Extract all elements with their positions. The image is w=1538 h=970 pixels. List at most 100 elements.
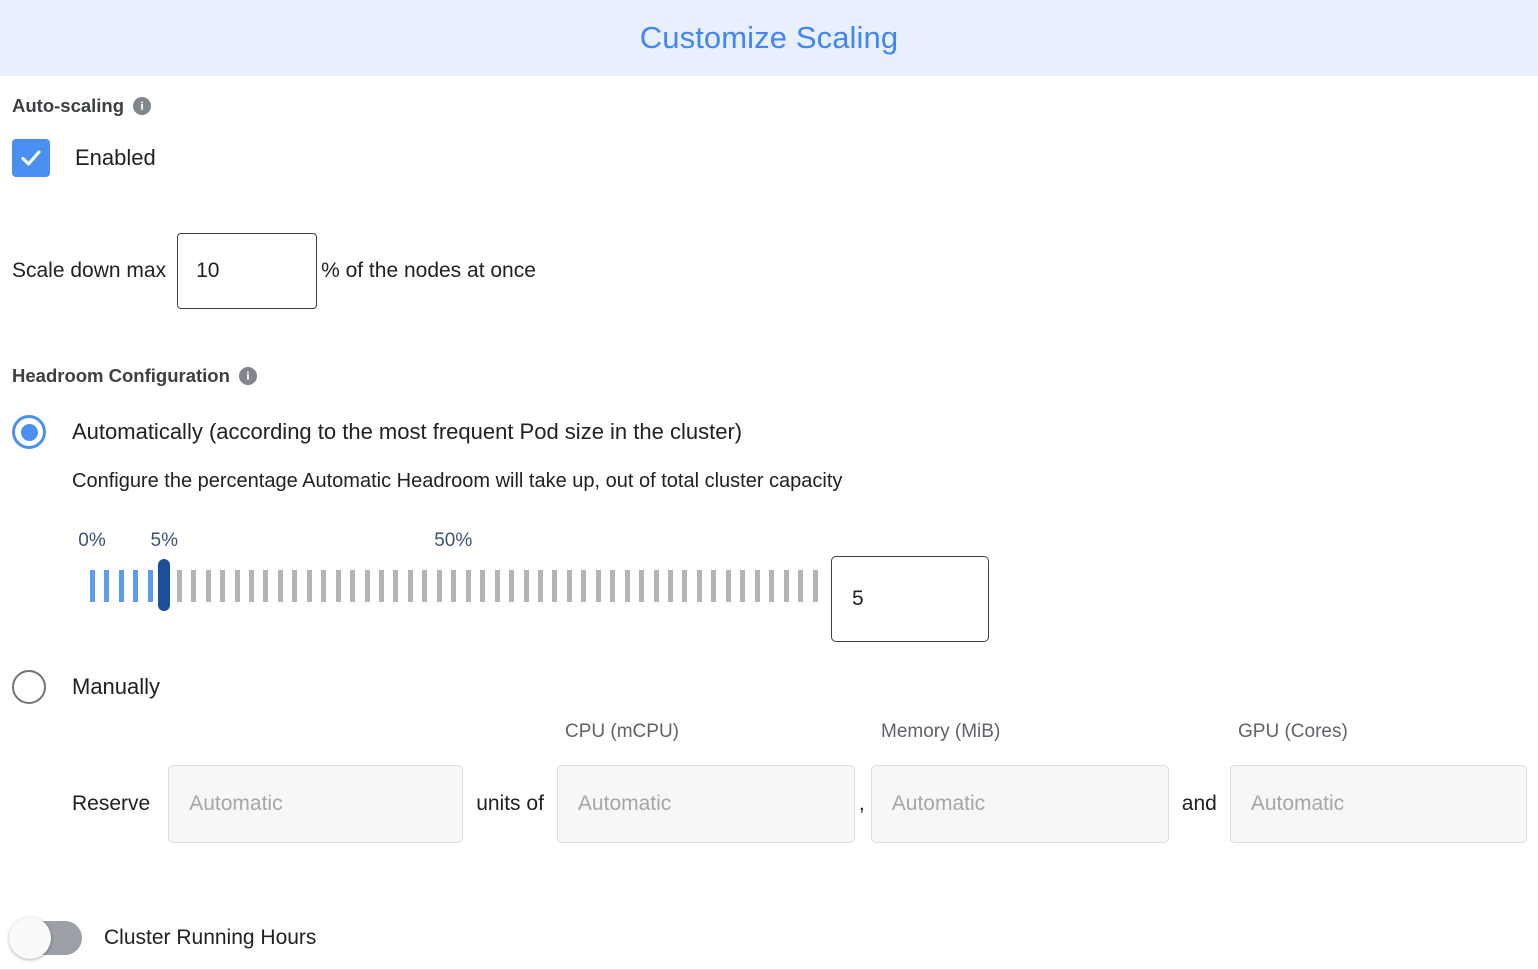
slider-tick-labels: 0% 5% 50% xyxy=(78,530,819,558)
headroom-heading: Headroom Configuration xyxy=(12,365,1526,387)
slider-tick xyxy=(595,570,601,602)
slider-tick xyxy=(725,570,731,602)
headroom-automatic-description: Configure the percentage Automatic Headr… xyxy=(72,470,843,492)
enabled-label: Enabled xyxy=(75,145,156,170)
units-of-label: units of xyxy=(476,792,544,815)
reserve-units-input[interactable] xyxy=(168,765,464,843)
scale-down-max-suffix: % of the nodes at once xyxy=(321,259,536,282)
slider-tick xyxy=(306,570,312,602)
slider-tick xyxy=(263,570,269,602)
reserve-cpu-input[interactable] xyxy=(556,765,855,843)
cluster-running-hours-toggle[interactable] xyxy=(9,917,82,959)
slider-tick xyxy=(335,570,341,602)
slider-tick xyxy=(494,570,500,602)
slider-tick xyxy=(90,570,95,602)
radio-manually-label: Manually xyxy=(72,674,161,699)
slider-max-label: 50% xyxy=(434,530,473,551)
headroom-configuration-section: Headroom Configuration Automatically (ac… xyxy=(12,365,1527,843)
slider-tick xyxy=(133,570,139,602)
radio-manually[interactable] xyxy=(12,670,46,704)
slider-tick xyxy=(696,570,702,602)
reserve-label: Reserve xyxy=(72,792,151,815)
slider-tick xyxy=(407,570,413,602)
radio-automatic[interactable] xyxy=(12,415,46,449)
slider-tick xyxy=(465,570,471,602)
slider-tick xyxy=(220,570,226,602)
slider-tick xyxy=(205,570,211,602)
slider-tick xyxy=(812,570,818,602)
toggle-knob xyxy=(9,917,51,959)
slider-tick xyxy=(422,570,428,602)
slider-tick xyxy=(480,570,486,602)
column-header-gpu: GPU (Cores) xyxy=(1238,721,1348,742)
headroom-option-automatic[interactable]: Automatically (according to the most fre… xyxy=(12,415,1526,449)
cluster-running-hours-label: Cluster Running Hours xyxy=(104,926,317,949)
slider-tick xyxy=(321,570,327,602)
slider-tick xyxy=(653,570,659,602)
slider-tick xyxy=(509,570,515,602)
dialog-header: Customize Scaling xyxy=(0,0,1538,76)
slider-tick xyxy=(104,570,110,602)
slider-tick xyxy=(147,570,153,602)
slider-tick xyxy=(436,570,442,602)
slider-tick xyxy=(379,570,384,602)
auto-scaling-heading-label: Auto-scaling xyxy=(12,95,125,116)
headroom-heading-label: Headroom Configuration xyxy=(12,365,230,386)
slider-tick xyxy=(783,570,789,602)
info-icon[interactable] xyxy=(238,367,257,385)
slider-tick xyxy=(234,570,240,602)
slider-tick xyxy=(277,570,283,602)
and-label: and xyxy=(1181,792,1217,815)
dialog-body: Auto-scaling Enabled Scale down max % of… xyxy=(0,76,1538,959)
auto-scaling-enabled-row[interactable]: Enabled xyxy=(12,139,1526,177)
headroom-option-manual-block: Manually CPU (mCPU) Memory (MiB) GPU (Co… xyxy=(12,670,1527,843)
comma-separator: , xyxy=(858,792,865,815)
column-header-cpu: CPU (mCPU) xyxy=(565,721,679,742)
slider-tick xyxy=(682,570,688,602)
slider-tick xyxy=(552,570,558,602)
cluster-running-hours-row[interactable]: Cluster Running Hours xyxy=(9,917,1526,959)
scale-down-max-input[interactable] xyxy=(177,233,318,309)
slider-tick xyxy=(176,570,182,602)
reserve-row: Reserve units of , and xyxy=(12,765,1527,843)
slider-tick xyxy=(798,570,804,602)
slider-tick xyxy=(364,570,370,602)
slider-min-label: 0% xyxy=(78,530,106,551)
slider-tick xyxy=(292,570,298,602)
slider-tick xyxy=(537,570,543,602)
slider-thumb[interactable] xyxy=(158,559,171,611)
scale-down-max-label: Scale down max xyxy=(12,259,167,282)
slider-tick xyxy=(740,570,746,602)
reserve-memory-input[interactable] xyxy=(870,765,1169,843)
auto-scaling-heading: Auto-scaling xyxy=(12,95,1526,117)
slider-tick xyxy=(581,570,587,602)
slider-tick xyxy=(624,570,630,602)
slider-tick xyxy=(610,570,616,602)
slider-tick xyxy=(566,570,572,602)
slider-tick xyxy=(191,570,197,602)
headroom-option-manual[interactable]: Manually xyxy=(12,670,1526,704)
radio-automatic-label: Automatically (according to the most fre… xyxy=(72,419,743,444)
column-header-memory: Memory (MiB) xyxy=(881,721,1001,742)
check-icon xyxy=(21,150,41,166)
slider-tick xyxy=(451,570,457,602)
slider-track[interactable] xyxy=(82,559,819,611)
scale-down-max-row: Scale down max % of the nodes at once xyxy=(12,233,1526,309)
auto-scaling-section: Auto-scaling Enabled xyxy=(12,76,1526,177)
slider-tick xyxy=(248,570,254,602)
headroom-slider[interactable]: 0% 5% 50% xyxy=(78,530,819,628)
slider-tick xyxy=(639,570,645,602)
page-title: Customize Scaling xyxy=(639,20,899,55)
headroom-slider-area: 0% 5% 50% xyxy=(78,530,1526,642)
slider-tick xyxy=(769,570,775,602)
slider-tick xyxy=(711,570,717,602)
slider-tick xyxy=(393,570,399,602)
slider-tick xyxy=(118,570,124,602)
slider-tick xyxy=(668,570,673,602)
enabled-checkbox[interactable] xyxy=(12,139,50,177)
slider-tick xyxy=(350,570,356,602)
slider-tick xyxy=(523,570,529,602)
headroom-percent-input[interactable] xyxy=(831,556,989,642)
reserve-gpu-input[interactable] xyxy=(1229,765,1527,843)
info-icon[interactable] xyxy=(133,97,152,115)
